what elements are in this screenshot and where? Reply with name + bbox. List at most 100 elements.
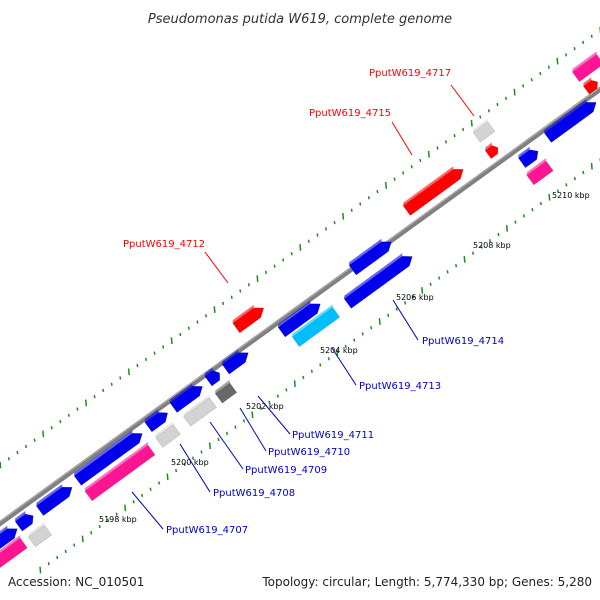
scale-tick [149,487,152,491]
scale-tick [307,239,310,243]
scale-tick [530,78,533,82]
gene-labels: PputW619_4717 PputW619_4715 PputW619_471… [123,68,504,536]
scale-tick [404,301,407,305]
scale-tick [84,399,88,407]
gene-4719b-face [544,99,587,133]
gene-4713c [291,307,341,347]
scale-tick [522,214,525,218]
scale-tick [166,473,169,481]
scale-tick [353,338,356,342]
scale-tick [487,109,490,113]
scale-tick [73,543,76,547]
gene-4709b-face [183,394,210,417]
gene-4714-face [344,253,403,299]
scale-tick [453,133,456,138]
scale-tick [132,500,135,504]
scale-tick [319,363,322,367]
gene-4719a-face [518,146,530,159]
scale-tick [50,426,53,430]
scale-label: 5208 kbp [473,241,511,250]
scale-tick [170,337,173,345]
gene-label: PputW619_4708 [213,488,295,499]
scale-tick [293,380,296,388]
scale-tick [539,201,542,206]
scale-tick [200,450,203,454]
scale-tick [127,368,130,376]
scale-tick [513,88,516,96]
scale-tick [412,295,415,299]
gene-4720-face [526,158,547,176]
gene-4716 [472,121,496,143]
gene-4706b-face [28,522,45,538]
scale-tick [213,306,216,314]
scale-tick [81,535,84,543]
scale-tick [505,224,509,232]
scale-label: 5210 kbp [552,191,590,200]
scale-tick [59,419,62,424]
scale-tick [590,34,593,38]
leader-line [391,121,413,156]
scale-tick [376,189,379,194]
map-title: Pseudomonas putida W619, complete genome [148,12,452,27]
gene-label: PputW619_4709 [245,465,327,476]
scale-tick [187,326,190,330]
leader-line [131,491,164,530]
scale-tick [110,382,113,386]
gene-4707b-face [84,442,148,492]
scale-tick [359,202,362,206]
scale-tick [471,251,475,255]
leader-line [179,443,211,493]
scale-tick [548,193,551,201]
backbone-line [0,86,600,527]
gene-label: PputW619_4711 [292,430,374,441]
gene-4709a-face [144,409,159,423]
gene-4712-face [232,304,254,324]
scale-tick [290,252,293,256]
scale-tick [564,53,568,57]
scale-tick [582,170,585,175]
scale-tick [436,146,439,150]
scale-tick [90,531,93,535]
backbone [0,86,600,527]
scale-tick [0,461,2,469]
scale-tick [264,270,268,275]
scale-tick [115,512,118,516]
scale-label: 5206 kbp [396,293,434,302]
gene-4708b-face [155,421,174,438]
scale-tick [273,264,276,268]
scale-tick [153,351,156,355]
scale-label: 5202 kbp [246,402,284,411]
gene-4707b [84,444,156,502]
scale-tick [302,375,305,380]
gene-label: PputW619_4717 [369,68,451,79]
scale-tick [496,102,499,107]
scale-tick [93,394,96,399]
gene-4710-face [169,383,193,403]
scale-tick [462,127,465,132]
scale-tick [344,344,347,349]
gene-4715-face [403,166,454,206]
scale-tick [196,320,199,324]
scale-tick [336,349,339,356]
scale-tick [446,270,449,274]
topology-summary: Topology: circular; Length: 5,774,330 bp… [261,575,592,589]
scale-tick [225,431,229,435]
scale-tick [158,481,161,485]
gene-4706-face [15,511,26,522]
scale-tick [230,295,233,299]
gene-label: PputW619_4712 [123,239,205,250]
scale-tick [497,232,500,237]
scale-tick [402,171,405,175]
scale-tick [342,213,345,220]
gene-features [0,51,600,569]
scale-tick [234,425,237,429]
scale-tick [276,394,279,398]
scale-label: 5200 kbp [171,458,209,467]
scale-tick [504,96,508,101]
gene-4705b [0,537,28,569]
scale-tick [141,493,144,498]
gene-label: PputW619_4715 [309,108,391,119]
scale-tick [384,181,388,189]
scale-tick [175,468,178,473]
gene-4717-face [485,142,492,151]
